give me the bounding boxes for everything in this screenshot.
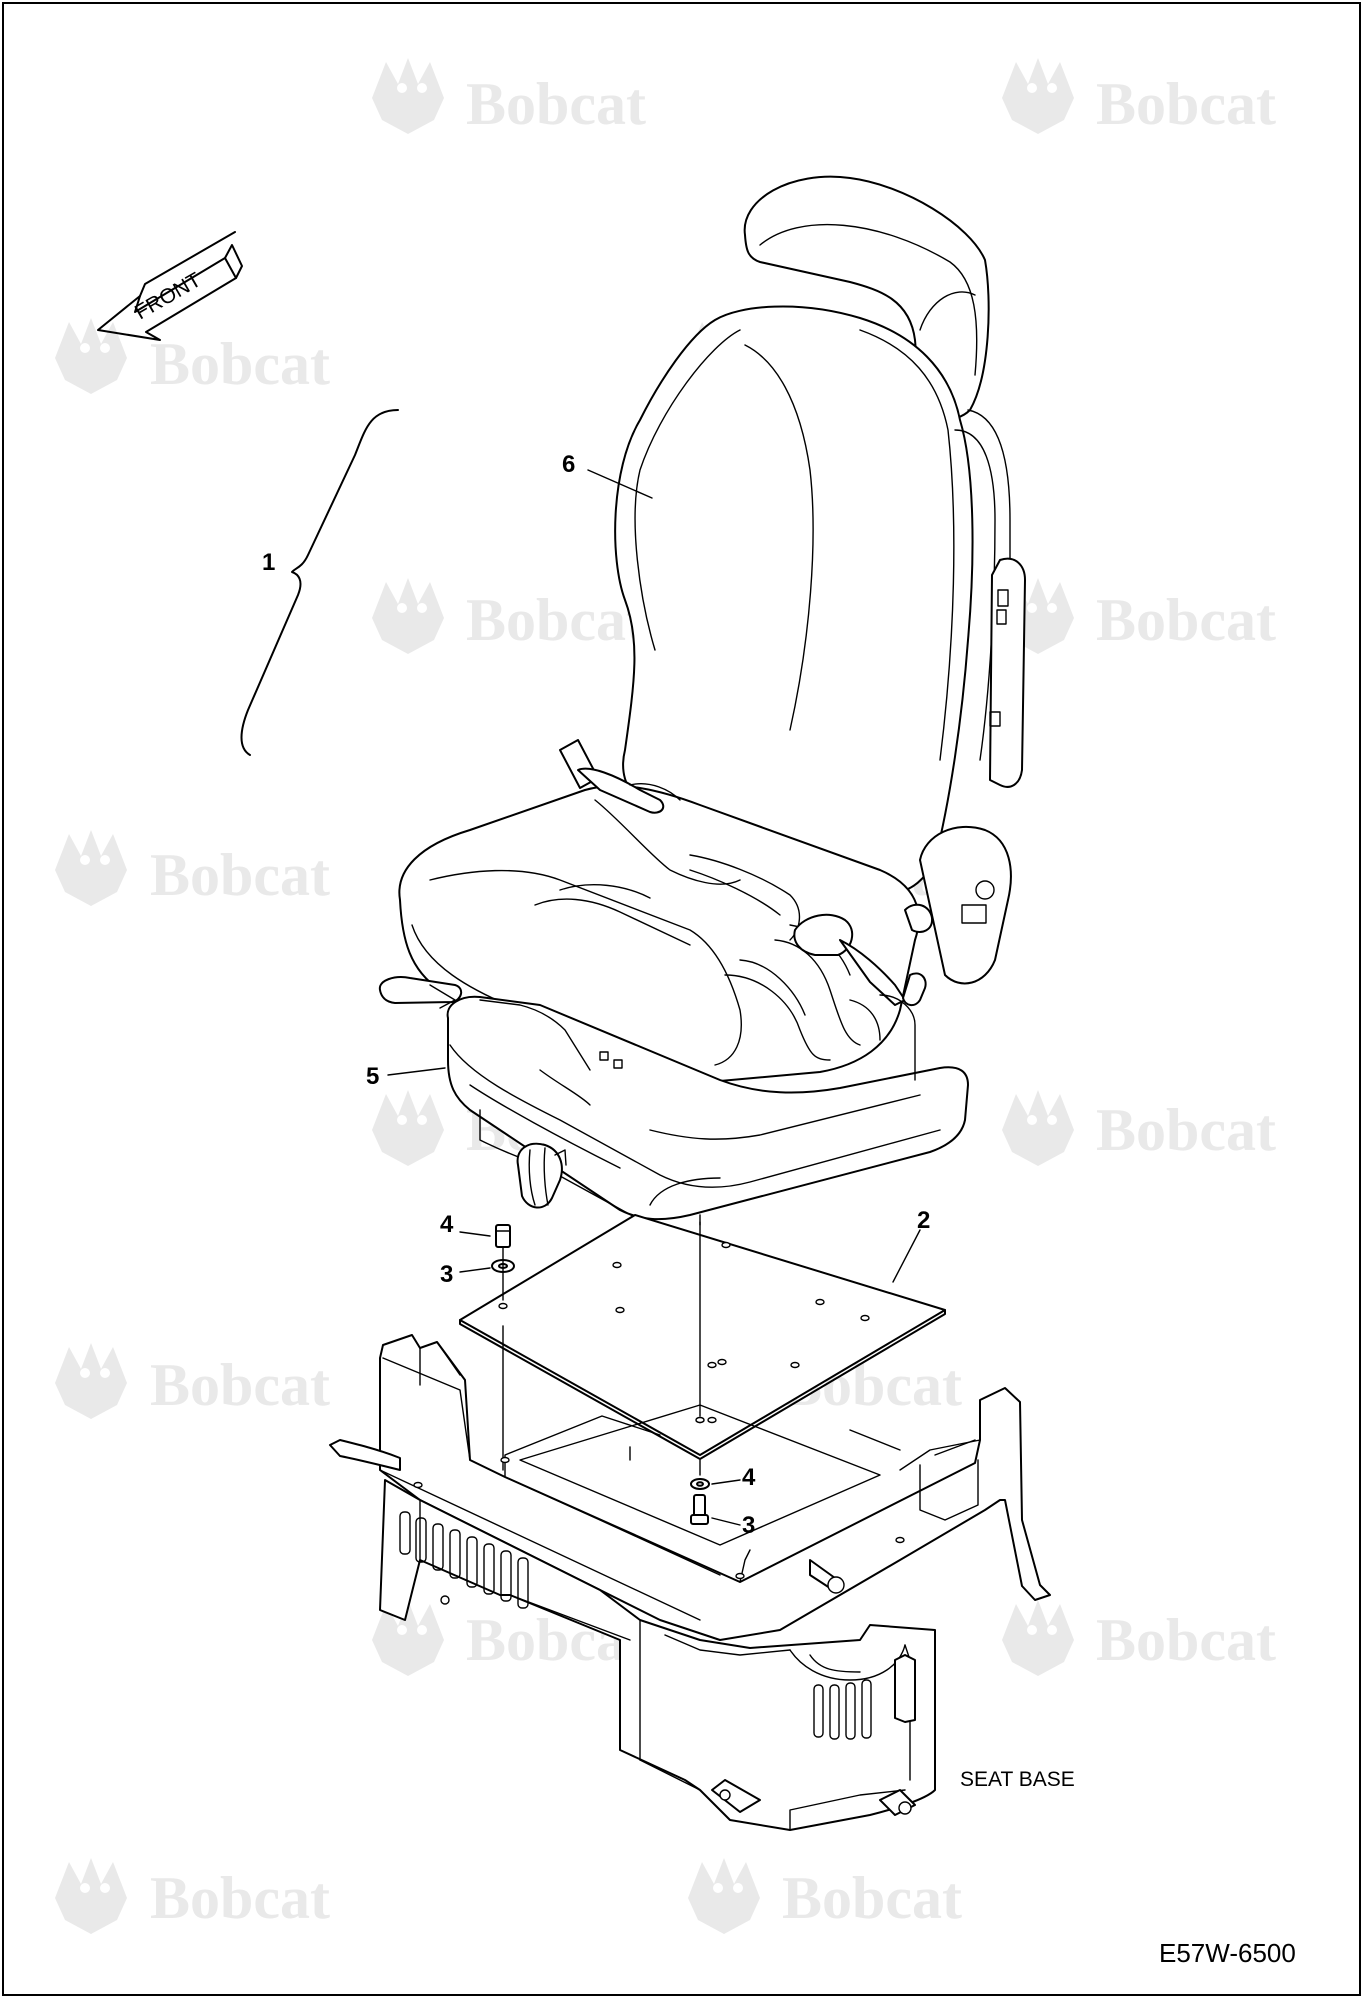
svg-text:Bobcat: Bobcat [150,842,330,908]
weight-adjust-knob [516,1142,567,1209]
seat-assembly [378,175,1026,1221]
mounting-plate [459,1214,946,1460]
front-arrow: FRONT [97,231,243,341]
svg-text:Bobcat: Bobcat [1096,587,1276,653]
alignment-lines [502,1214,701,1476]
svg-text:Bobcat: Bobcat [150,1352,330,1418]
svg-text:Bobcat: Bobcat [466,587,646,653]
watermark: Bobcat [55,1858,330,1934]
front-arrow-label: FRONT [131,268,205,324]
callout-3-upper: 3 [440,1261,453,1288]
adjust-handle [378,976,463,1009]
svg-text:Bobcat: Bobcat [1096,71,1276,137]
watermark: Bobcat [1002,58,1276,137]
recline-panel [989,557,1026,788]
callout-5: 5 [366,1063,379,1090]
leader-lines [387,469,921,1526]
watermark: Bobcat [55,1343,330,1419]
vent-slots [399,1511,872,1740]
svg-text:Bobcat: Bobcat [466,71,646,137]
seat-base-label: SEAT BASE [960,1768,1075,1791]
watermark: Bobcat [1002,1090,1276,1166]
callout-4-upper: 4 [440,1211,454,1238]
seat-belt-latch [793,903,934,1006]
svg-text:Bobcat: Bobcat [1096,1607,1276,1673]
callout-6: 6 [562,451,575,478]
lower-washer [690,1478,710,1490]
watermark: Bobcat [55,830,330,908]
svg-text:Bobcat: Bobcat [150,331,330,397]
callout-2: 2 [917,1207,930,1234]
callouts: 1 6 5 4 3 2 4 3 [262,451,930,1539]
svg-text:Bobcat: Bobcat [150,1865,330,1931]
seat-belt-buckle [559,739,681,814]
svg-text:Bobcat: Bobcat [782,1865,962,1931]
watermark: Bobcat [1002,578,1276,654]
lower-bolt [690,1494,709,1525]
watermark: Bobcat [372,578,646,654]
watermark: Bobcat [688,1858,962,1934]
drawing-code: E57W-6500 [1159,1938,1296,1968]
svg-text:Bobcat: Bobcat [1096,1097,1276,1163]
upper-bolt [495,1224,511,1248]
callout-3-lower: 3 [742,1512,755,1539]
callout-4-lower: 4 [742,1464,756,1491]
callout-1: 1 [262,549,275,576]
watermark: Bobcat [1002,1600,1276,1676]
suspension [446,995,969,1221]
watermark: Bobcat [372,58,646,137]
watermark: Bobcat [55,318,330,397]
assembly-brace [240,409,399,756]
seat-base [329,1334,1051,1831]
